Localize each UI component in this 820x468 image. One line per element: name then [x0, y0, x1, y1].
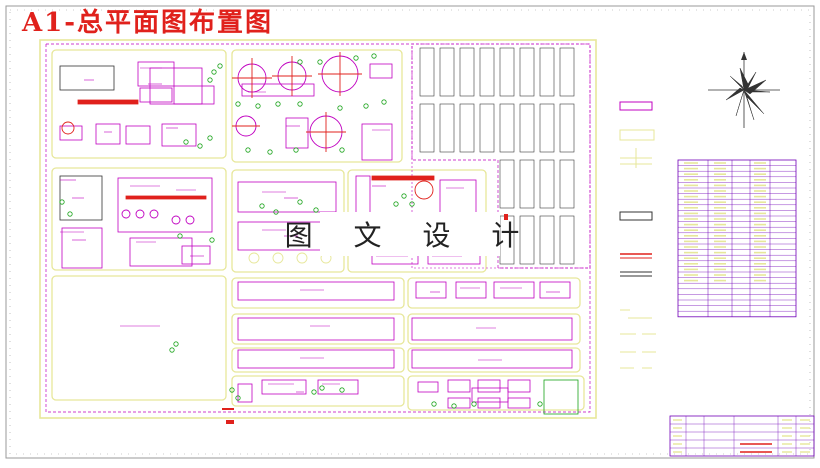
parking-stall: [439, 103, 455, 153]
tree-icon: [471, 401, 477, 407]
tree-icon: [297, 199, 303, 205]
tree-icon: [293, 147, 299, 153]
storage-tanks: [61, 52, 434, 264]
trees: [59, 53, 543, 409]
tree-icon: [273, 209, 279, 215]
parking-stall: [499, 103, 515, 153]
gate-markers: [222, 214, 508, 424]
parking-outline: [411, 43, 591, 269]
tree-icon: [197, 143, 203, 149]
drawing-title: A1-总平面图布置图: [22, 8, 274, 38]
road-network: [51, 49, 585, 411]
legend-symbols: [619, 101, 655, 277]
parking-stall: [459, 47, 475, 97]
tree-icon: [353, 55, 359, 61]
building-labels: [60, 67, 560, 393]
parking-stall: [559, 215, 575, 265]
tree-icon: [381, 99, 387, 105]
north-arrow-icon: [708, 52, 780, 128]
parking-stall: [539, 215, 555, 265]
tree-icon: [275, 101, 281, 107]
tree-icon: [363, 103, 369, 109]
tree-icon: [207, 135, 213, 141]
parking-stall: [559, 159, 575, 209]
title-block-border: [669, 415, 815, 457]
tree-icon: [317, 59, 323, 65]
parking-stall: [479, 47, 495, 97]
parking-stall: [519, 47, 535, 97]
tree-icon: [537, 401, 543, 407]
tree-icon: [267, 149, 273, 155]
tree-icon: [371, 53, 377, 59]
tree-icon: [313, 207, 319, 213]
tree-icon: [59, 199, 65, 205]
title-block: [669, 415, 815, 457]
tree-icon: [67, 211, 73, 217]
tree-icon: [183, 139, 189, 145]
parking-stall: [559, 103, 575, 153]
tree-icon: [339, 387, 345, 393]
tree-icon: [173, 341, 179, 347]
tree-icon: [393, 201, 399, 207]
parking-grid: [419, 47, 575, 265]
tree-icon: [235, 395, 241, 401]
tree-icon: [311, 389, 317, 395]
tree-icon: [297, 101, 303, 107]
tree-icon: [217, 63, 223, 69]
parking-stall: [539, 47, 555, 97]
parking-stall: [479, 103, 495, 153]
parking-stall: [499, 47, 515, 97]
tree-icon: [451, 403, 457, 409]
parking-stall: [559, 47, 575, 97]
parking-stall: [539, 159, 555, 209]
drawing-frame: [5, 5, 815, 459]
tree-icon: [207, 77, 213, 83]
tree-icon: [319, 385, 325, 391]
tree-icon: [259, 203, 265, 209]
parking-stall: [519, 215, 535, 265]
tree-icon: [229, 387, 235, 393]
tree-icon: [401, 193, 407, 199]
legend-notes: [620, 309, 656, 369]
wind-rose-icon: [725, 67, 771, 121]
tree-icon: [211, 69, 217, 75]
tree-icon: [431, 401, 437, 407]
building-schedule-table: [677, 159, 797, 318]
tree-icon: [255, 103, 261, 109]
buildings: [59, 61, 579, 415]
parking-stall: [539, 103, 555, 153]
tree-icon: [337, 105, 343, 111]
parking-stall: [519, 103, 535, 153]
tree-icon: [235, 101, 241, 107]
tree-icon: [209, 237, 215, 243]
parking-stall: [439, 47, 455, 97]
tree-icon: [297, 59, 303, 65]
parking-stall: [419, 47, 435, 97]
tree-icon: [245, 147, 251, 153]
parking-stall: [499, 159, 515, 209]
tree-icon: [409, 201, 415, 207]
parking-stall: [419, 103, 435, 153]
tree-icon: [169, 347, 175, 353]
parking-stall: [459, 103, 475, 153]
watermark-text: 图 文 设 计: [285, 212, 519, 256]
parking-stall: [519, 159, 535, 209]
tree-icon: [177, 233, 183, 239]
tree-icon: [339, 147, 345, 153]
